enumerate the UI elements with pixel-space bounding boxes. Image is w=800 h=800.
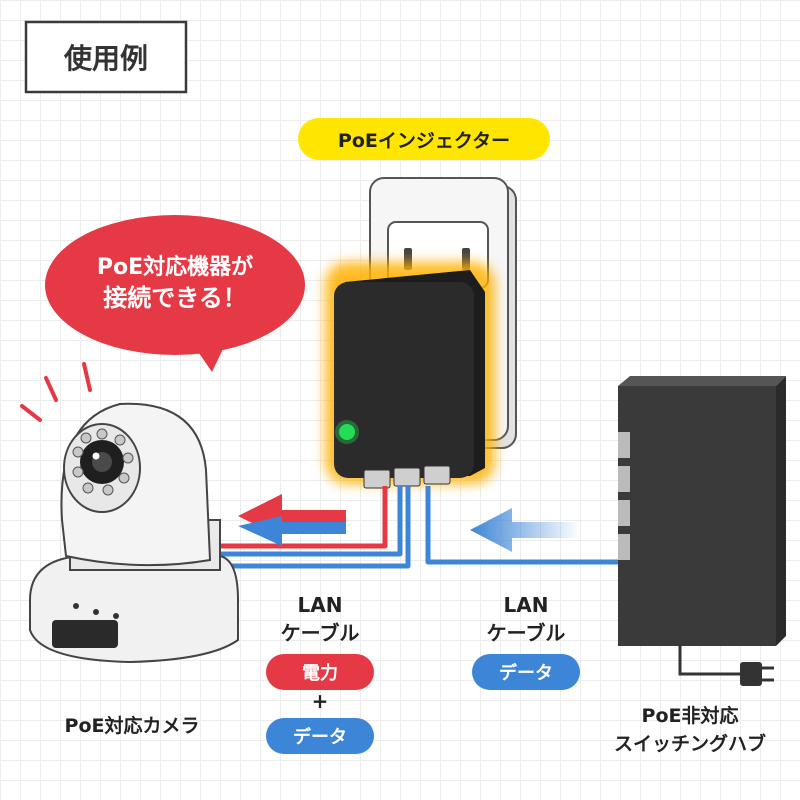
power-led-icon (339, 424, 355, 440)
lan-cables (205, 486, 622, 569)
hub-port-2 (618, 466, 630, 492)
header-box: 使用例 (24, 20, 188, 94)
bubble-line-2: 接続できる！ (103, 284, 247, 312)
camera-label: PoE対応カメラ (65, 714, 200, 737)
data-badge-left-text: データ (293, 726, 347, 748)
cable-right-line1: LAN (504, 593, 549, 617)
cable-left-labels: LAN ケーブル 電力 + データ (266, 593, 374, 754)
hub-port-1 (618, 432, 630, 458)
hub-labels: PoE非対応 スイッチングハブ (614, 704, 766, 755)
camera-alert-lines (20, 362, 92, 422)
power-badge-text: 電力 (302, 663, 338, 684)
injector-label: PoEインジェクター (298, 118, 550, 160)
hub-power-plug-icon (740, 662, 762, 686)
data-badge-left (266, 718, 374, 754)
poe-camera (29, 402, 239, 664)
data-cable-left-2 (215, 486, 411, 569)
data-badge-right-text: データ (499, 662, 553, 684)
switching-hub (618, 376, 786, 686)
cable-left-line2: ケーブル (281, 621, 360, 645)
bubble-line-1: PoE対応機器が (97, 254, 253, 280)
power-cable (205, 486, 388, 549)
data-cable-right (425, 486, 622, 565)
injector-label-text: PoEインジェクター (338, 130, 510, 152)
header-title: 使用例 (63, 42, 148, 75)
cable-right-labels: LAN ケーブル データ (472, 593, 580, 690)
speech-bubble: PoE対応機器が 接続できる！ (45, 215, 305, 372)
hub-port-4 (618, 534, 630, 560)
camera-base-panel (52, 620, 118, 648)
hub-label-line1: PoE非対応 (642, 704, 739, 727)
port-2 (393, 467, 421, 487)
data-cable-left (205, 486, 403, 557)
hub-label-line2: スイッチングハブ (614, 732, 766, 755)
flow-arrow-left (238, 494, 346, 546)
hub-port-3 (618, 500, 630, 526)
data-badge-right (472, 654, 580, 690)
poe-injector-device (325, 262, 495, 489)
power-badge (266, 654, 374, 690)
plus-sign: + (312, 689, 329, 713)
flow-arrow-right (470, 508, 580, 552)
port-3 (423, 465, 451, 485)
cable-right-line2: ケーブル (487, 621, 566, 645)
cable-left-line1: LAN (298, 593, 343, 617)
port-1 (363, 469, 391, 489)
